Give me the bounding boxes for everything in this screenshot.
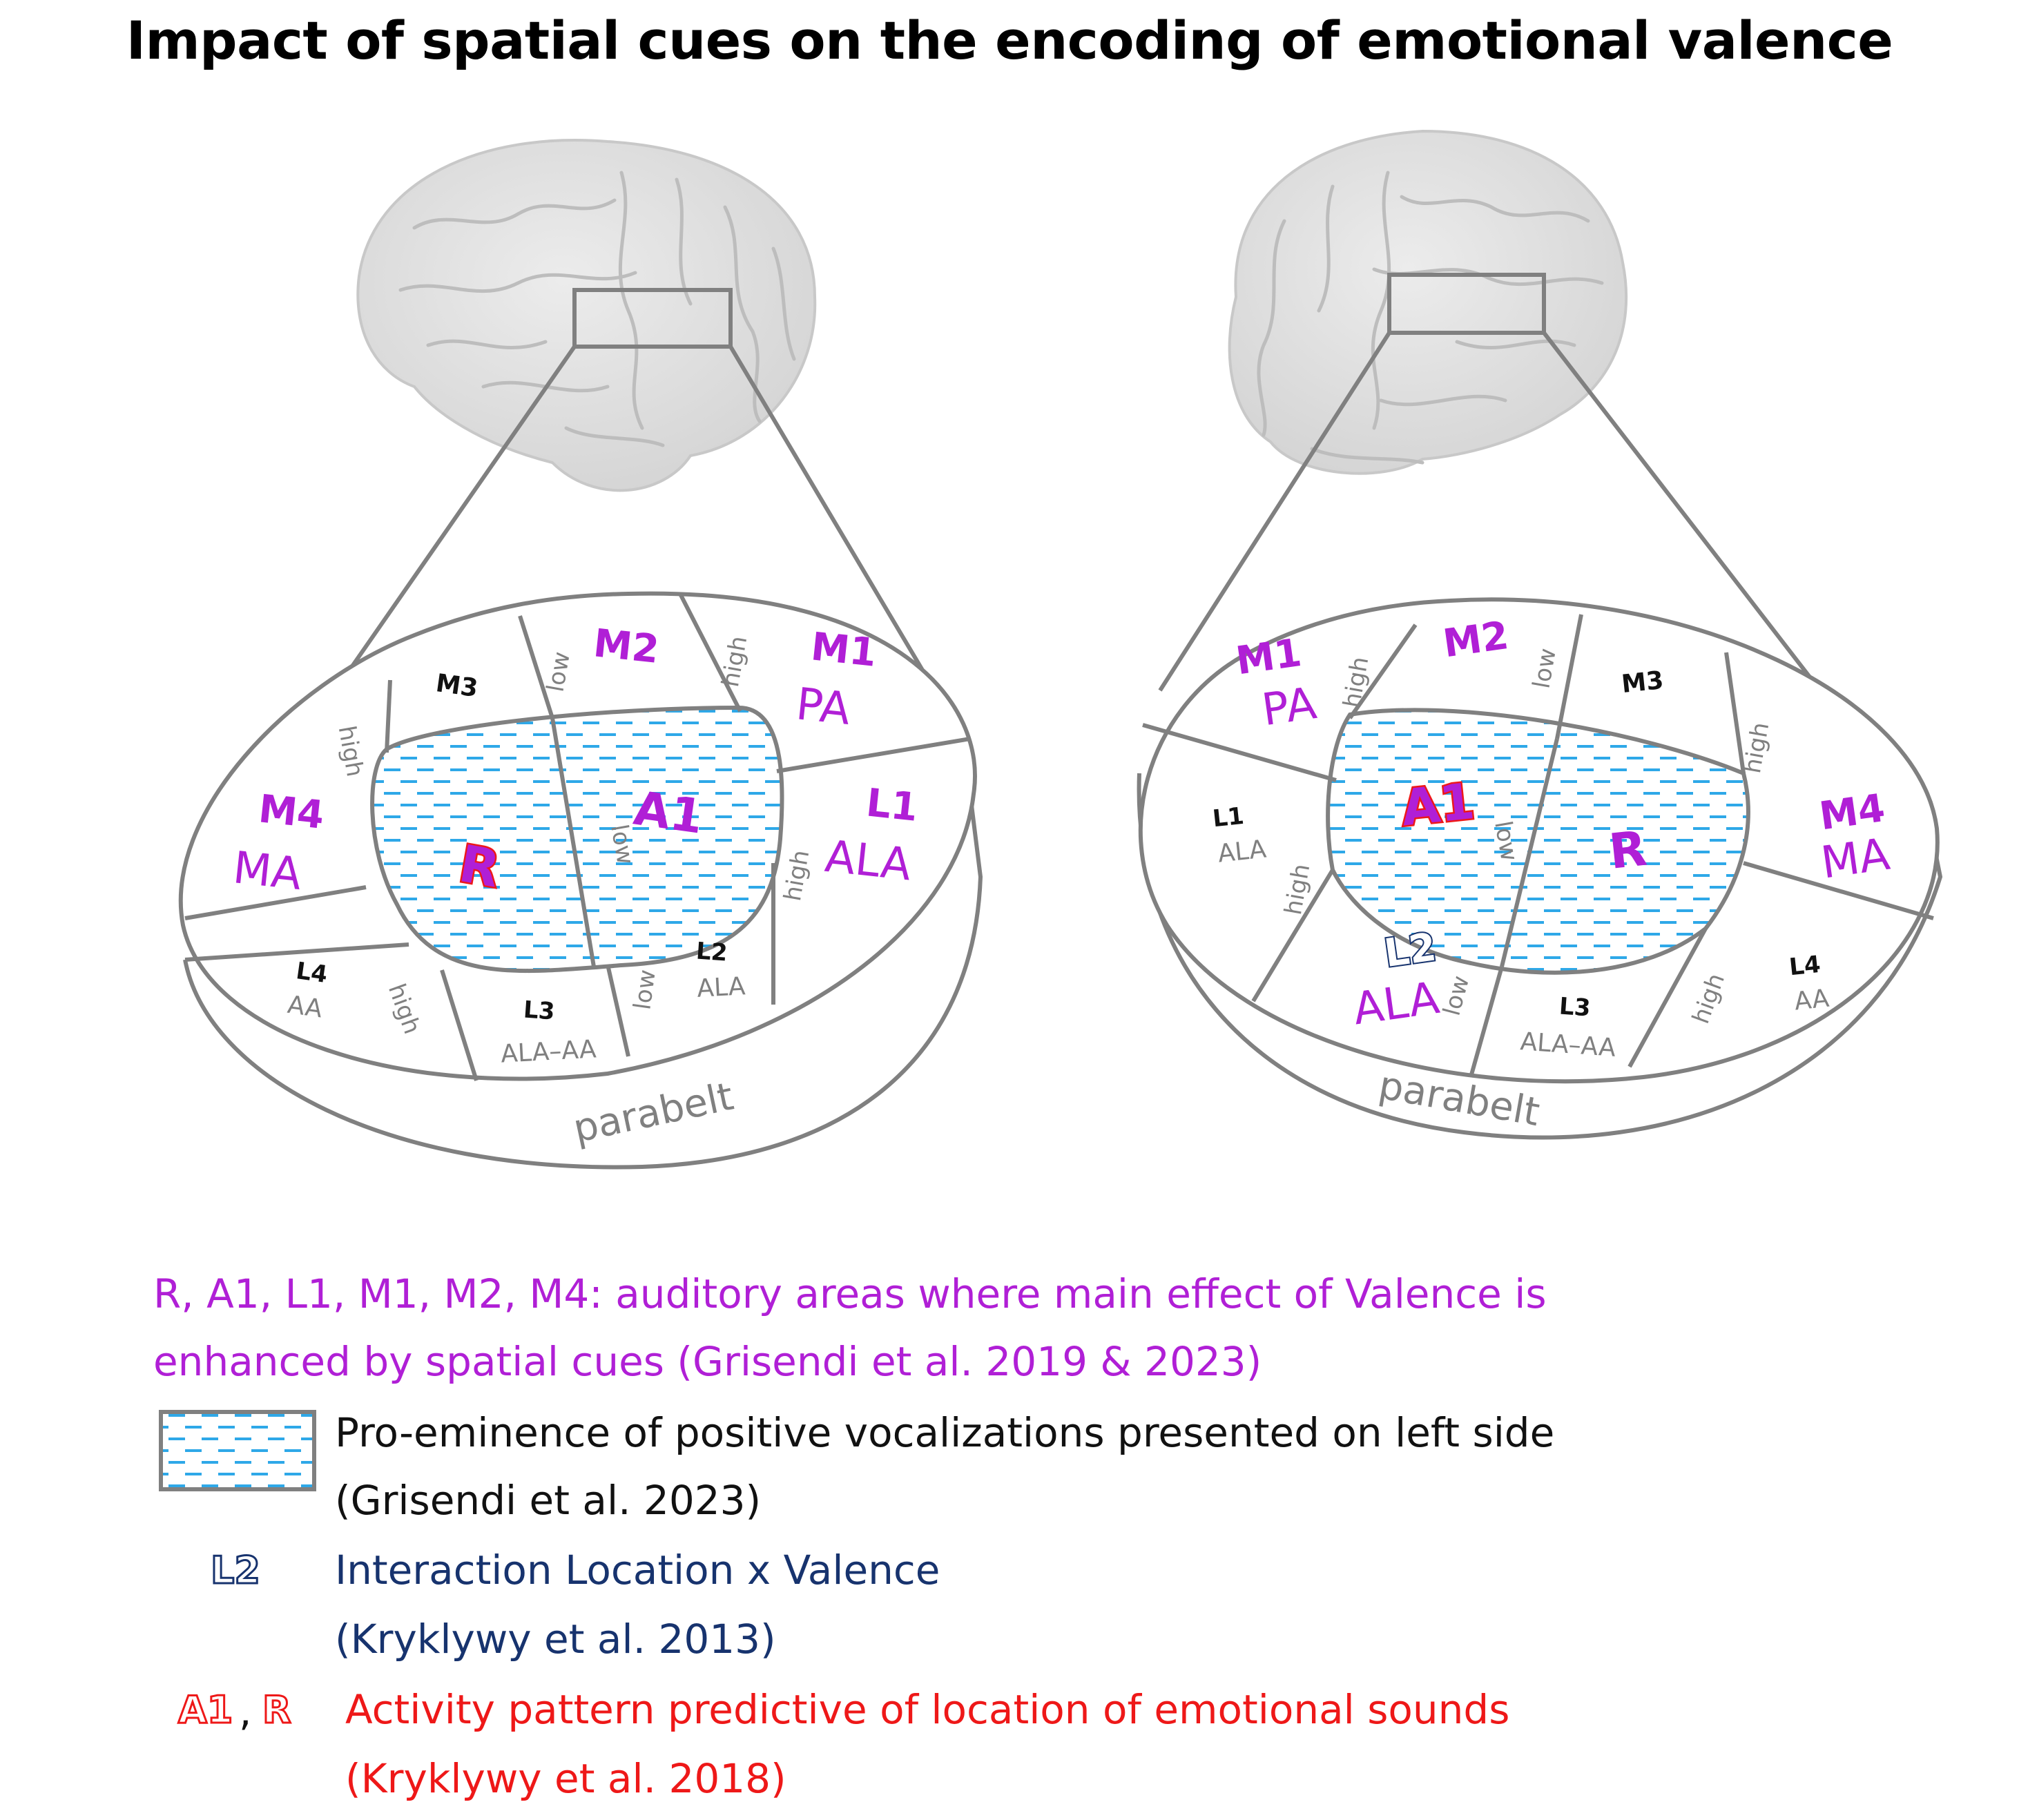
right-parabelt-band [1137, 773, 1943, 1140]
left-l3-ala-aa-label: ALA–AA [500, 1035, 597, 1068]
right-cortex-map [1137, 597, 1943, 1140]
legend-hatch-line1: Pro-eminence of positive vocalizations p… [335, 1409, 1555, 1456]
legend-l2-symbol: L2 [210, 1549, 262, 1592]
right-ma-label: MA [1818, 829, 1893, 889]
right-zoom-line-left [1158, 331, 1391, 692]
legend-interaction-line1: Interaction Location x Valence [335, 1547, 940, 1594]
legend-valence-line2: enhanced by spatial cues (Grisendi et al… [153, 1338, 1262, 1385]
left-l1-ala-label: ALA [822, 831, 914, 891]
left-l4-aa-label: AA [286, 991, 325, 1024]
left-l2-label: L2 [695, 937, 728, 967]
right-zoom-line-right [1542, 331, 1859, 740]
left-ma-label: MA [231, 842, 304, 900]
left-pa-label: PA [793, 679, 853, 735]
left-a1-label: A1 [630, 782, 706, 845]
right-m2-label: M2 [1440, 613, 1511, 667]
right-l4-aa-label: AA [1793, 985, 1831, 1016]
right-m3-label: M3 [1620, 666, 1665, 699]
right-m4-label: M4 [1817, 786, 1888, 840]
left-l4-label: L4 [294, 957, 329, 989]
right-l3-ala-aa-label: ALA–AA [1519, 1027, 1616, 1063]
legend-r-symbol: R [262, 1688, 293, 1732]
legend-hatch-line2: (Grisendi et al. 2023) [335, 1477, 762, 1524]
left-m2-label: M2 [591, 621, 661, 672]
right-core-region [1326, 708, 1750, 975]
left-parabelt-label: parabelt [570, 1074, 737, 1152]
page-title: Impact of spatial cues on the encoding o… [126, 10, 1893, 71]
right-l4-label: L4 [1788, 951, 1822, 982]
left-low-l2-label: low [628, 968, 661, 1011]
right-m1-label: M1 [1233, 630, 1304, 684]
right-zoom-box [1387, 273, 1546, 335]
left-core-region [370, 705, 784, 974]
right-low-core-label: low [1489, 819, 1523, 863]
right-l3-label: L3 [1558, 992, 1592, 1022]
right-brain-silhouette [1228, 129, 1628, 475]
right-low-m2-label: low [1527, 646, 1561, 690]
left-l2-ala-label: ALA [696, 972, 746, 1003]
legend-a1-symbol: A1 [177, 1688, 233, 1732]
left-m3-label: M3 [434, 669, 480, 703]
legend-activity-line2: (Kryklywy et al. 2018) [345, 1755, 786, 1802]
legend-hatch-swatch [159, 1410, 316, 1491]
right-a1-label: A1 [1398, 772, 1477, 838]
right-brain-gyri [1257, 171, 1604, 465]
legend-valence-line1: R, A1, L1, M1, M2, M4: auditory areas wh… [153, 1270, 1547, 1317]
legend-comma: , [239, 1688, 252, 1735]
legend-activity-line1: Activity pattern predictive of location … [345, 1686, 1510, 1733]
left-low-m2-label: low [541, 650, 575, 694]
left-zoom-box [572, 288, 733, 349]
right-belt-dividers [1142, 614, 1934, 1078]
right-l2-ala-label: ALA [1350, 973, 1442, 1036]
left-parabelt-band [183, 738, 983, 1170]
left-l3-label: L3 [523, 996, 556, 1025]
right-pa-label: PA [1259, 678, 1320, 736]
right-l2-label: L2 [1382, 924, 1439, 976]
left-brain-silhouette [356, 139, 817, 492]
left-l1-label: L1 [864, 780, 920, 830]
right-l1-label: L1 [1211, 802, 1245, 833]
left-brain [295, 139, 965, 747]
left-m1-label: M1 [809, 624, 878, 676]
right-l1-ala-label: ALA [1217, 835, 1268, 868]
legend-interaction-line2: (Kryklywy et al. 2013) [335, 1616, 776, 1663]
left-m4-label: M4 [256, 786, 326, 838]
right-r-label: R [1606, 820, 1649, 880]
left-low-core-label: low [605, 822, 639, 867]
left-cortex-map [178, 591, 983, 1170]
left-belt-dividers [184, 592, 971, 1081]
left-brain-gyri [398, 171, 796, 447]
right-brain [1158, 129, 1859, 740]
